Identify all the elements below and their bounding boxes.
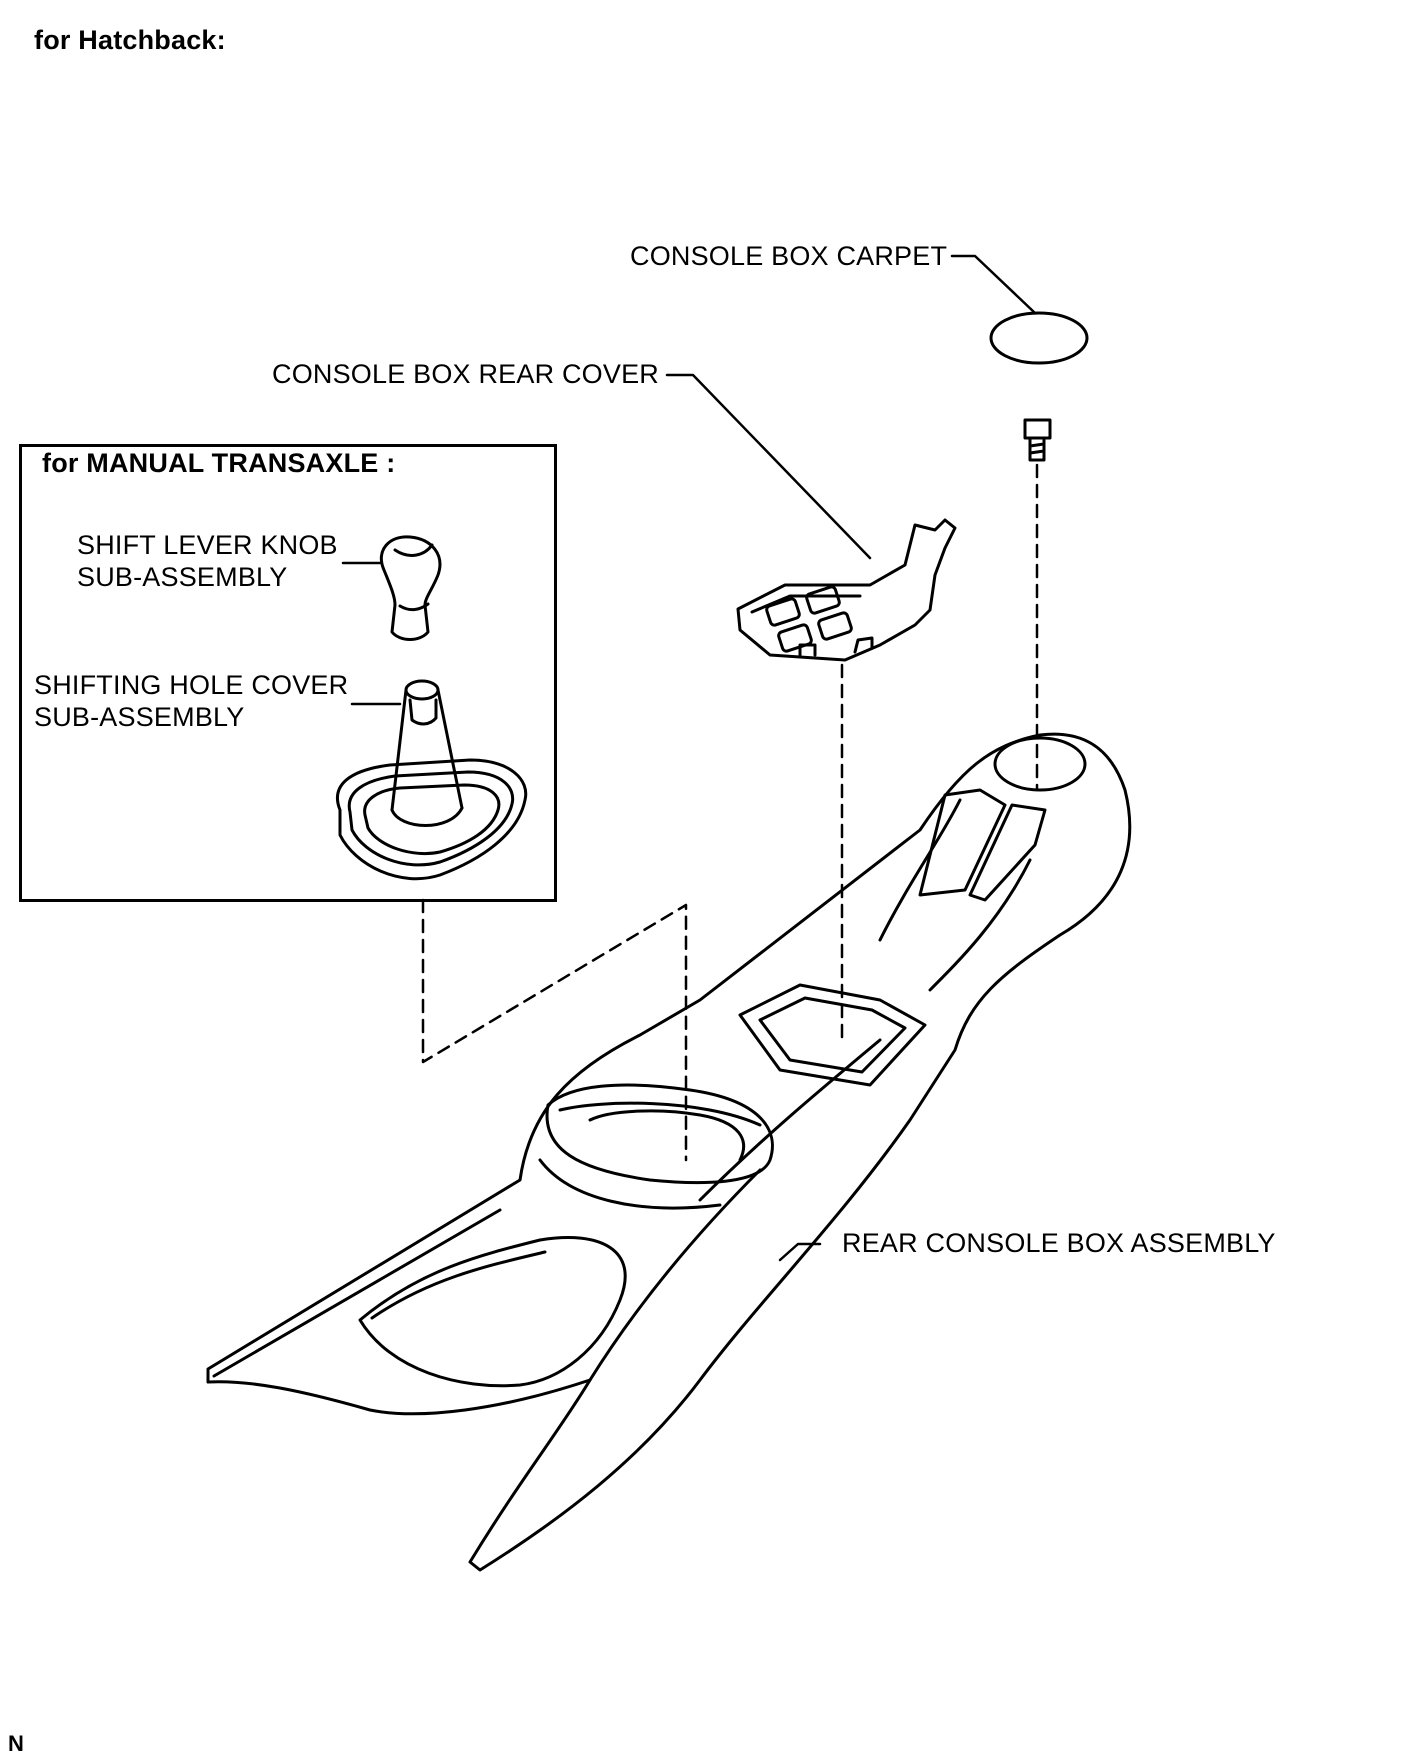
footer-code: N bbox=[8, 1731, 25, 1756]
shift-lever-knob-drawing bbox=[379, 535, 442, 641]
bolt-drawing bbox=[1023, 418, 1052, 462]
console-box-rear-cover-drawing bbox=[736, 518, 957, 662]
dashed-guide-lines bbox=[421, 463, 1039, 1162]
shifting-hole-cover-label-line1: SHIFTING HOLE COVER bbox=[34, 670, 349, 700]
manual-transaxle-inset-box bbox=[19, 444, 557, 902]
shift-lever-knob-label-line1: SHIFT LEVER KNOB bbox=[77, 530, 338, 560]
console-box-carpet-drawing bbox=[989, 311, 1089, 365]
rear-console-box-drawing bbox=[206, 732, 1132, 1572]
console-box-carpet-label: CONSOLE BOX CARPET bbox=[630, 241, 948, 271]
shifting-hole-cover-drawing bbox=[336, 679, 528, 881]
inset-title: for MANUAL TRANSAXLE : bbox=[42, 448, 396, 478]
console-box-rear-cover-label: CONSOLE BOX REAR COVER bbox=[272, 359, 659, 389]
shifting-hole-cover-label-line2: SUB-ASSEMBLY bbox=[34, 702, 245, 732]
inset-leader-lines bbox=[341, 561, 402, 706]
shift-lever-knob-label-line2: SUB-ASSEMBLY bbox=[77, 562, 288, 592]
rear-console-box-assembly-label: REAR CONSOLE BOX ASSEMBLY bbox=[842, 1228, 1276, 1258]
leader-lines bbox=[665, 254, 1037, 1262]
page-heading: for Hatchback: bbox=[34, 25, 226, 55]
